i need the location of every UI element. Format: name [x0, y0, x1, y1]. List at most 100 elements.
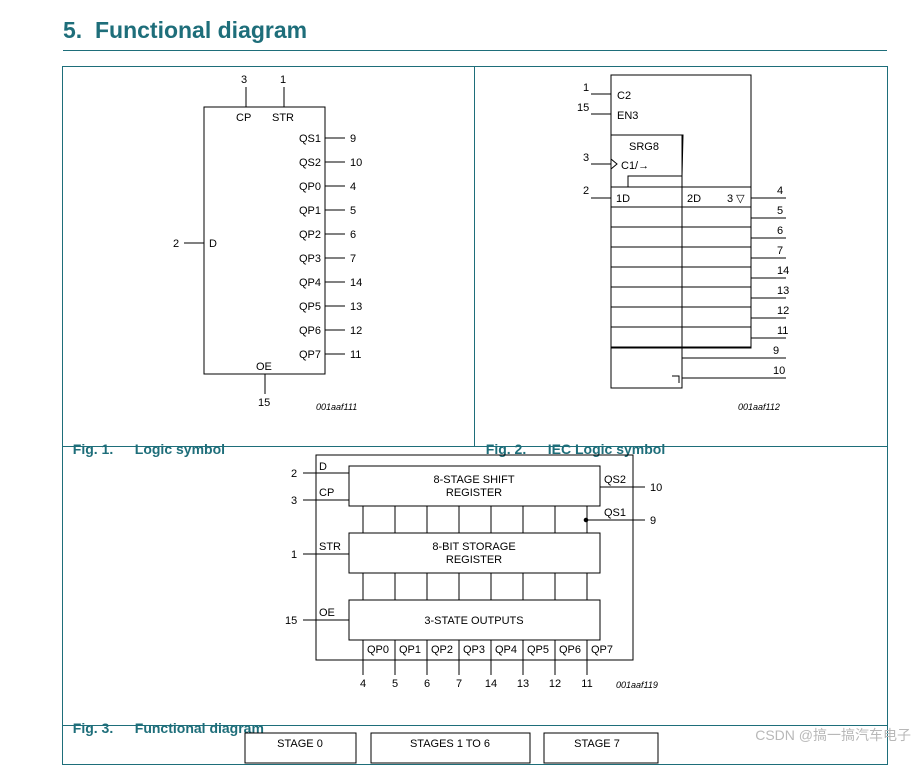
fig2-serial-num: 10 [773, 365, 785, 377]
fig1-pin-label-qp7: QP7 [299, 349, 321, 361]
fig3-out-num-qp7: 11 [581, 678, 592, 690]
fig2-en3-num: 15 [577, 102, 589, 114]
fig2-d-label: 1D [616, 193, 630, 205]
fig3-outputs-label: 3-STATE OUTPUTS [424, 615, 523, 627]
fig3-storage-line2: REGISTER [446, 554, 502, 566]
fig3-caption: Fig. 3.Functional diagram [72, 720, 264, 736]
fig2-tail-block [610, 348, 683, 389]
fig1-pin-label-qp4: QP4 [299, 277, 321, 289]
fig1-pin-d-label: D [209, 238, 217, 250]
fig1-pin-str-label: STR [272, 112, 294, 124]
fig1-code: 001aaf111 [316, 402, 357, 412]
fig3-out-num-qp6: 12 [549, 678, 561, 690]
fig1-pin-cp-num: 3 [241, 74, 247, 86]
fig1-pin-label-qp1: QP1 [299, 205, 321, 217]
fig1-pin-label-qp2: QP2 [299, 229, 321, 241]
fig3-out-label-qp4: QP4 [495, 644, 517, 656]
fig3-in-str-label: STR [319, 541, 341, 553]
section-title: Functional diagram [94, 17, 308, 43]
fig1-pin-cp-label: CP [236, 112, 251, 124]
fig2-output-num: 6 [777, 225, 783, 237]
fig1-pin-num-qp7: 11 [350, 349, 361, 361]
fig3-in-oe-label: OE [319, 607, 335, 619]
fig1-pin-label-qs1: QS1 [299, 133, 321, 145]
fig2-caption: Fig. 2.IEC Logic symbol [485, 441, 666, 457]
fig2-c2-num: 1 [583, 82, 589, 94]
fig3-shift-line2: REGISTER [446, 487, 502, 499]
fig3-shift-register [348, 465, 601, 507]
fig1-pin-oe-label: OE [256, 361, 272, 373]
fig1-pin-num-qp3: 7 [350, 253, 356, 265]
fig2-output-num: 7 [777, 245, 783, 257]
fig3-out-num-qp5: 13 [517, 678, 529, 690]
fig3-storage-line1: 8-BIT STORAGE [432, 541, 515, 553]
watermark: CSDN @搞一搞汽车电子 [755, 727, 911, 743]
fig3-out-label-qp1: QP1 [399, 644, 421, 656]
fig1-pin-label-qp0: QP0 [299, 181, 321, 193]
fig2-en3-label: EN3 [617, 110, 638, 122]
fig1-pin-label-qp3: QP3 [299, 253, 321, 265]
section-number: 5. [63, 17, 83, 43]
fig3-in-cp-num: 3 [291, 495, 297, 507]
fig3-qs1-num: 9 [650, 515, 656, 527]
fig2-output-num: 4 [777, 185, 783, 197]
fig3-qs2-label: QS2 [604, 474, 626, 486]
fig1-caption: Fig. 1.Logic symbol [72, 441, 226, 457]
fig2-output-num: 13 [777, 285, 789, 297]
fig2-output-num: 12 [777, 305, 789, 317]
fig3-functional: 8-STAGE SHIFT REGISTER 8-BIT STORAGE REG… [285, 454, 662, 690]
fig3-out-num-qp1: 5 [392, 678, 398, 690]
fig3-in-str-num: 1 [291, 549, 297, 561]
fig2-output-num: 14 [777, 265, 789, 277]
fig3-out-num-qp2: 6 [424, 678, 430, 690]
fig2-output-num: 11 [777, 325, 788, 337]
stage-0-label: STAGE 0 [277, 738, 323, 750]
fig1-pin-num-qs2: 10 [350, 157, 362, 169]
fig2-iec-symbol: 1 15 C2 EN3 SRG8 3 C1/→ 2 1D 2D 3 ▽ 4567… [577, 74, 789, 412]
fig3-in-d-label: D [319, 461, 327, 473]
fig1-pin-num-qp6: 12 [350, 325, 362, 337]
fig1-pin-num-qs1: 9 [350, 133, 356, 145]
fig1-pin-str-num: 1 [280, 74, 286, 86]
fig3-out-label-qp7: QP7 [591, 644, 613, 656]
fig1-pin-label-qs2: QS2 [299, 157, 321, 169]
fig3-shift-line1: 8-STAGE SHIFT [433, 474, 514, 486]
fig1-pin-label-qp6: QP6 [299, 325, 321, 337]
fig3-out-label-qp3: QP3 [463, 644, 485, 656]
fig2-code: 001aaf112 [738, 402, 780, 412]
fig2-clk-label: C1/→ [621, 160, 649, 172]
fig3-out-label-qp0: QP0 [367, 644, 389, 656]
section-heading: 5. Functional diagram [63, 17, 307, 44]
fig3-out-num-qp0: 4 [360, 678, 366, 690]
fig2-serial-num: 9 [773, 345, 779, 357]
fig3-out-num-qp3: 7 [456, 678, 462, 690]
stage-7-label: STAGE 7 [574, 738, 620, 750]
fig2-qualifier: 2D [687, 193, 701, 205]
fig2-d-num: 2 [583, 185, 589, 197]
fig1-pin-num-qp2: 6 [350, 229, 356, 241]
fig3-in-cp-label: CP [319, 487, 334, 499]
fig2-output-symbol: 3 ▽ [727, 193, 745, 205]
fig1-pin-num-qp4: 14 [350, 277, 362, 289]
fig3-out-label-qp6: QP6 [559, 644, 581, 656]
fig3-storage-register [348, 532, 601, 574]
fig1-pin-num-qp0: 4 [350, 181, 356, 193]
fig4-stages: STAGE 0 STAGES 1 TO 6 STAGE 7 [244, 732, 659, 764]
heading-rule [63, 50, 887, 51]
fig2-c2-label: C2 [617, 90, 631, 102]
fig1-pin-d-num: 2 [173, 238, 179, 250]
fig3-out-label-qp5: QP5 [527, 644, 549, 656]
fig2-clk-num: 3 [583, 152, 589, 164]
fig1-pin-num-qp1: 5 [350, 205, 356, 217]
fig3-in-d-num: 2 [291, 468, 297, 480]
fig3-outer-box [315, 454, 634, 661]
fig1-pin-oe-num: 15 [258, 397, 270, 409]
stage-1-6-label: STAGES 1 TO 6 [410, 738, 490, 750]
fig1-pin-label-qp5: QP5 [299, 301, 321, 313]
fig3-out-label-qp2: QP2 [431, 644, 453, 656]
fig3-in-oe-num: 15 [285, 615, 297, 627]
fig1-pin-num-qp5: 13 [350, 301, 362, 313]
fig2-output-num: 5 [777, 205, 783, 217]
